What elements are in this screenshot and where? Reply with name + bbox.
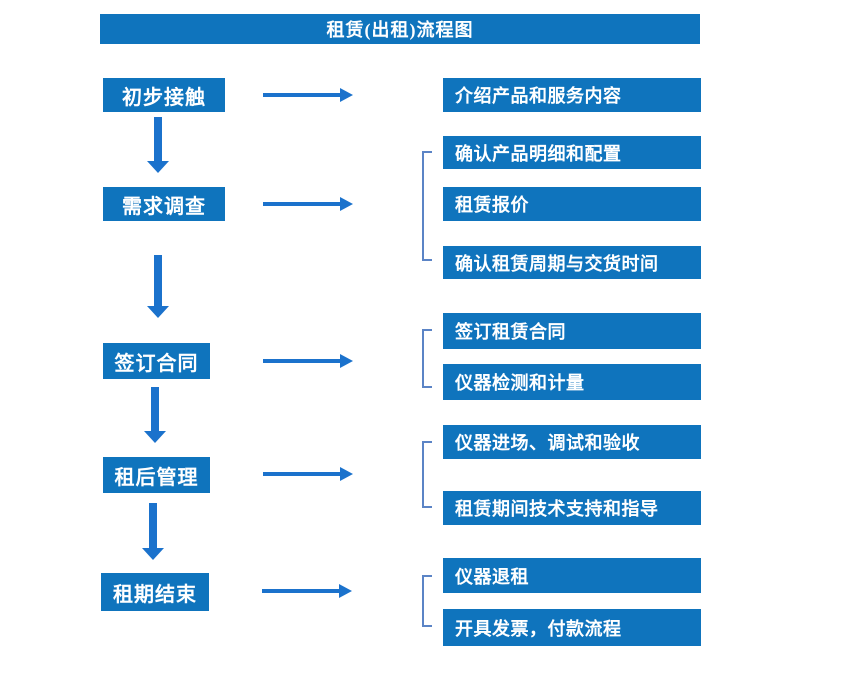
output-box-confirm-rental-period-delivery: 确认租赁周期与交货时间: [443, 246, 701, 279]
output-box-instrument-setup-acceptance: 仪器进场、调试和验收: [443, 425, 701, 459]
arrow-head: [144, 431, 166, 443]
arrow-shaft: [262, 589, 340, 593]
bracket-group-contract: [422, 329, 432, 388]
down-arrow-icon-2: [147, 255, 169, 318]
output-box-technical-support: 租赁期间技术支持和指导: [443, 491, 701, 525]
output-box-introduce-products: 介绍产品和服务内容: [443, 78, 701, 112]
right-arrow-icon-5: [262, 583, 352, 599]
arrow-shaft: [151, 387, 159, 431]
right-arrow-icon-2: [263, 196, 353, 212]
step-box-initial-contact: 初步接触: [103, 78, 225, 112]
arrow-shaft: [263, 93, 341, 97]
arrow-head: [340, 467, 353, 481]
bracket-group-post-rental: [422, 441, 432, 508]
output-box-rental-quotation: 租赁报价: [443, 187, 701, 221]
step-box-contract-signing: 签订合同: [103, 343, 210, 379]
arrow-shaft: [263, 359, 341, 363]
bracket-group-demand-survey: [422, 151, 432, 261]
step-box-rental-period-end: 租期结束: [101, 573, 209, 611]
down-arrow-icon-4: [142, 503, 164, 560]
right-arrow-icon-1: [263, 87, 353, 103]
arrow-shaft: [149, 503, 157, 548]
flowchart-title: 租赁(出租)流程图: [100, 14, 700, 44]
output-box-instrument-return: 仪器退租: [443, 558, 701, 593]
arrow-shaft: [154, 117, 162, 161]
arrow-head: [340, 88, 353, 102]
down-arrow-icon-1: [147, 117, 169, 173]
step-box-post-rental-management: 租后管理: [103, 457, 210, 493]
bracket-group-rental-end: [422, 575, 432, 627]
arrow-head: [147, 161, 169, 173]
arrow-head: [339, 584, 352, 598]
right-arrow-icon-3: [263, 353, 353, 369]
arrow-head: [340, 197, 353, 211]
output-box-invoice-payment: 开具发票，付款流程: [443, 609, 701, 646]
output-box-instrument-inspection: 仪器检测和计量: [443, 364, 701, 400]
down-arrow-icon-3: [144, 387, 166, 443]
step-box-demand-survey: 需求调查: [103, 187, 225, 221]
arrow-head: [340, 354, 353, 368]
output-box-confirm-product-details: 确认产品明细和配置: [443, 136, 701, 169]
output-box-sign-rental-contract: 签订租赁合同: [443, 313, 701, 349]
arrow-shaft: [154, 255, 162, 306]
arrow-head: [142, 548, 164, 560]
arrow-shaft: [263, 472, 341, 476]
right-arrow-icon-4: [263, 466, 353, 482]
arrow-shaft: [263, 202, 341, 206]
arrow-head: [147, 306, 169, 318]
